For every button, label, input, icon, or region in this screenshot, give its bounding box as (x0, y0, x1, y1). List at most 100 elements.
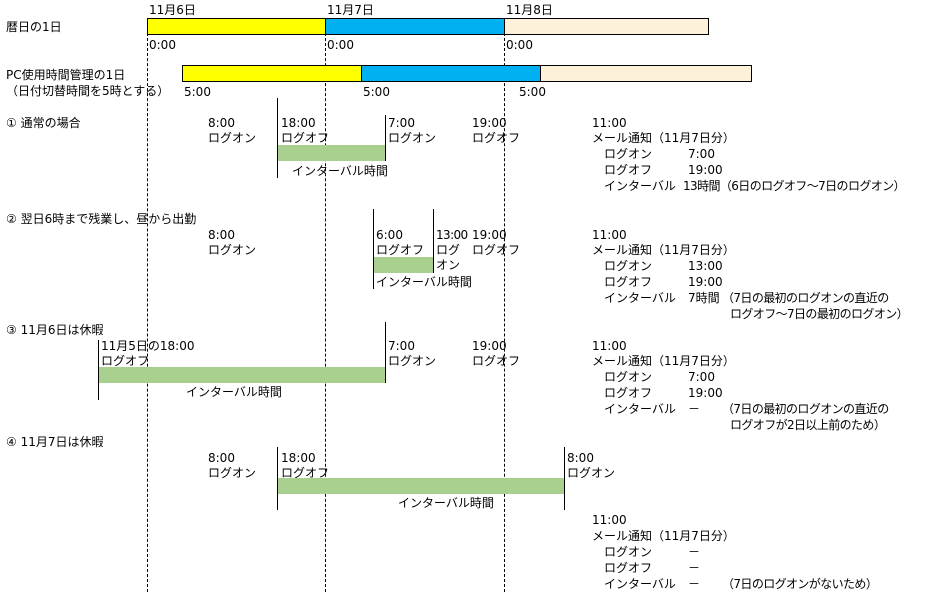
event-label: ログオフ (472, 354, 521, 368)
event-label: ログオフ (472, 243, 521, 257)
mail-logon-label: ログオン (604, 370, 653, 384)
pc-label-line1: PC使用時間管理の1日 (6, 68, 126, 82)
interval-label: インターバル時間 (376, 275, 472, 289)
mail-logon-value: － (688, 545, 701, 559)
mail-interval-label: インターバル (604, 577, 676, 591)
day-boundary-line (504, 18, 505, 592)
mail-interval-label: インターバル (604, 291, 676, 305)
event-label: ログオフ (281, 466, 330, 480)
mail-time: 11:00 (592, 116, 627, 130)
event-time: 8:00 (208, 451, 235, 465)
mail-logon-label: ログオン (604, 545, 653, 559)
mail-logon-label: ログオン (604, 259, 653, 273)
logoff-marker (277, 98, 278, 178)
mail-note: （7日のログオンがないため） (722, 577, 878, 591)
event-label: ログオフ (101, 354, 150, 368)
logoff-marker (98, 340, 99, 400)
mail-logon-value: 7:00 (688, 370, 715, 384)
mail-logoff-value: 19:00 (688, 386, 723, 400)
day-boundary-line (147, 18, 148, 592)
calendar-label: 暦日の1日 (6, 20, 62, 34)
event-label: ログオン (208, 466, 257, 480)
event-label: ログオン (208, 131, 257, 145)
interval-bar (99, 367, 385, 383)
mail-interval-label: インターバル (604, 402, 676, 416)
mail-time: 11:00 (592, 228, 627, 242)
case-title: ③ 11月6日は休暇 (6, 323, 104, 337)
interval-label: インターバル時間 (292, 164, 388, 178)
logoff-marker (373, 209, 374, 289)
pc-bar-day3 (540, 65, 752, 82)
calendar-time: 0:00 (327, 38, 354, 52)
event-time: 19:00 (472, 116, 507, 130)
logon-marker (433, 209, 434, 273)
calendar-date: 11月7日 (327, 3, 374, 17)
mail-title: メール通知（11月7日分） (592, 529, 735, 543)
event-time: 8:00 (567, 451, 594, 465)
event-label: ログ (436, 243, 461, 257)
mail-logon-value: 13:00 (688, 259, 723, 273)
mail-logon-value: 7:00 (688, 147, 715, 161)
mail-title: メール通知（11月7日分） (592, 354, 735, 368)
mail-note: ログオフ～7日の最初のログオン） (730, 307, 909, 321)
mail-interval-value: － (688, 402, 701, 416)
interval-bar (278, 478, 564, 494)
pc-time: 5:00 (363, 85, 390, 99)
pc-time: 5:00 (184, 85, 211, 99)
calendar-bar-day3 (504, 18, 709, 35)
calendar-time: 0:00 (149, 38, 176, 52)
mail-note: （7日の最初のログオンの直近の (722, 291, 889, 305)
event-label: ログオン (567, 466, 616, 480)
event-label: ログオフ (472, 131, 521, 145)
event-time: 7:00 (388, 116, 415, 130)
pc-label-line2: （日付切替時間を5時とする） (6, 84, 170, 98)
event-label: ログオン (208, 243, 257, 257)
event-time: 8:00 (208, 228, 235, 242)
logon-marker (385, 115, 386, 161)
event-time: 19:00 (472, 228, 507, 242)
mail-logoff-value: 19:00 (688, 275, 723, 289)
event-label: ログオフ (281, 131, 330, 145)
event-time: 13:00 (436, 228, 468, 242)
mail-time: 11:00 (592, 339, 627, 353)
mail-logoff-label: ログオフ (604, 561, 653, 575)
logon-marker (564, 447, 565, 510)
mail-title: メール通知（11月7日分） (592, 131, 735, 145)
mail-time: 11:00 (592, 513, 627, 527)
mail-note: ログオフが2日以上前のため） (730, 418, 886, 432)
mail-interval-value: － (688, 577, 701, 591)
event-label: オン (436, 258, 461, 272)
calendar-time: 0:00 (506, 38, 533, 52)
interval-bar (374, 257, 433, 273)
event-time: 7:00 (388, 339, 415, 353)
event-time: 18:00 (281, 451, 316, 465)
interval-label: インターバル時間 (398, 496, 494, 510)
event-label: ログオフ (376, 243, 425, 257)
day-boundary-line (325, 18, 326, 592)
event-time: 19:00 (472, 339, 507, 353)
logon-marker (385, 322, 386, 383)
mail-note: （7日の最初のログオンの直近の (722, 402, 889, 416)
calendar-bar-day2 (325, 18, 505, 35)
event-label: ログオン (388, 354, 437, 368)
calendar-bar-day1 (147, 18, 326, 35)
calendar-date: 11月8日 (506, 3, 553, 17)
mail-title: メール通知（11月7日分） (592, 243, 735, 257)
mail-logoff-label: ログオフ (604, 386, 653, 400)
pc-time: 5:00 (519, 85, 546, 99)
mail-interval-label: インターバル (604, 179, 676, 193)
event-time: 11月5日の18:00 (101, 339, 195, 353)
interval-label: インターバル時間 (186, 385, 282, 399)
mail-interval-value: 7時間 (688, 291, 720, 305)
event-label: ログオン (388, 131, 437, 145)
case-title: ② 翌日6時まで残業し、昼から出勤 (6, 212, 197, 226)
mail-logon-label: ログオン (604, 147, 653, 161)
event-time: 8:00 (208, 116, 235, 130)
case-title: ① 通常の場合 (6, 116, 81, 130)
logoff-marker (277, 447, 278, 510)
pc-bar-day2 (361, 65, 541, 82)
pc-bar-day1 (182, 65, 362, 82)
mail-interval-value: 13時間（6日のログオフ～7日のログオン） (683, 179, 906, 193)
mail-logoff-value: － (688, 561, 701, 575)
calendar-date: 11月6日 (149, 3, 196, 17)
